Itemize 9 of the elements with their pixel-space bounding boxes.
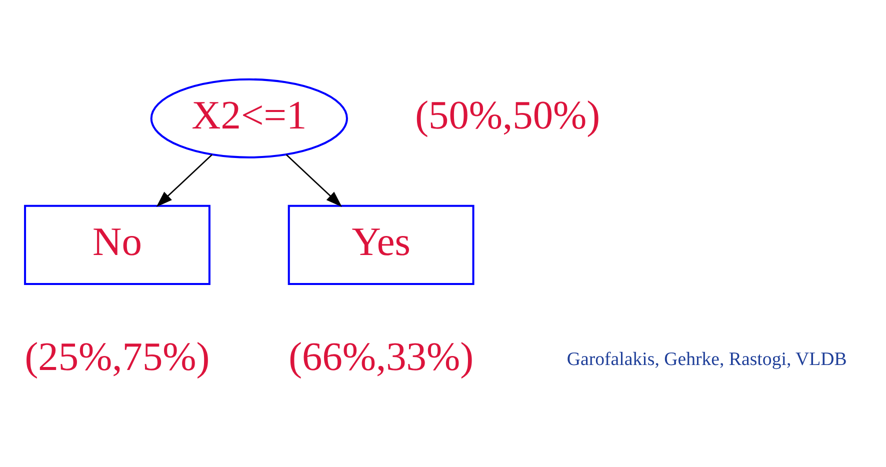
node-label: (66%,33%) xyxy=(288,334,474,380)
node-label: (50%,50%) xyxy=(415,92,600,138)
node-box: Yes xyxy=(288,204,474,285)
label: Garofalakis, Gehrke, Rastogi, VLDB xyxy=(566,349,847,370)
node-label: (25%,75%) xyxy=(24,334,210,380)
node-box: No xyxy=(24,204,210,285)
node-ellipse: X2<=1 xyxy=(150,78,348,158)
arrow xyxy=(156,154,213,207)
arrow xyxy=(286,154,342,207)
